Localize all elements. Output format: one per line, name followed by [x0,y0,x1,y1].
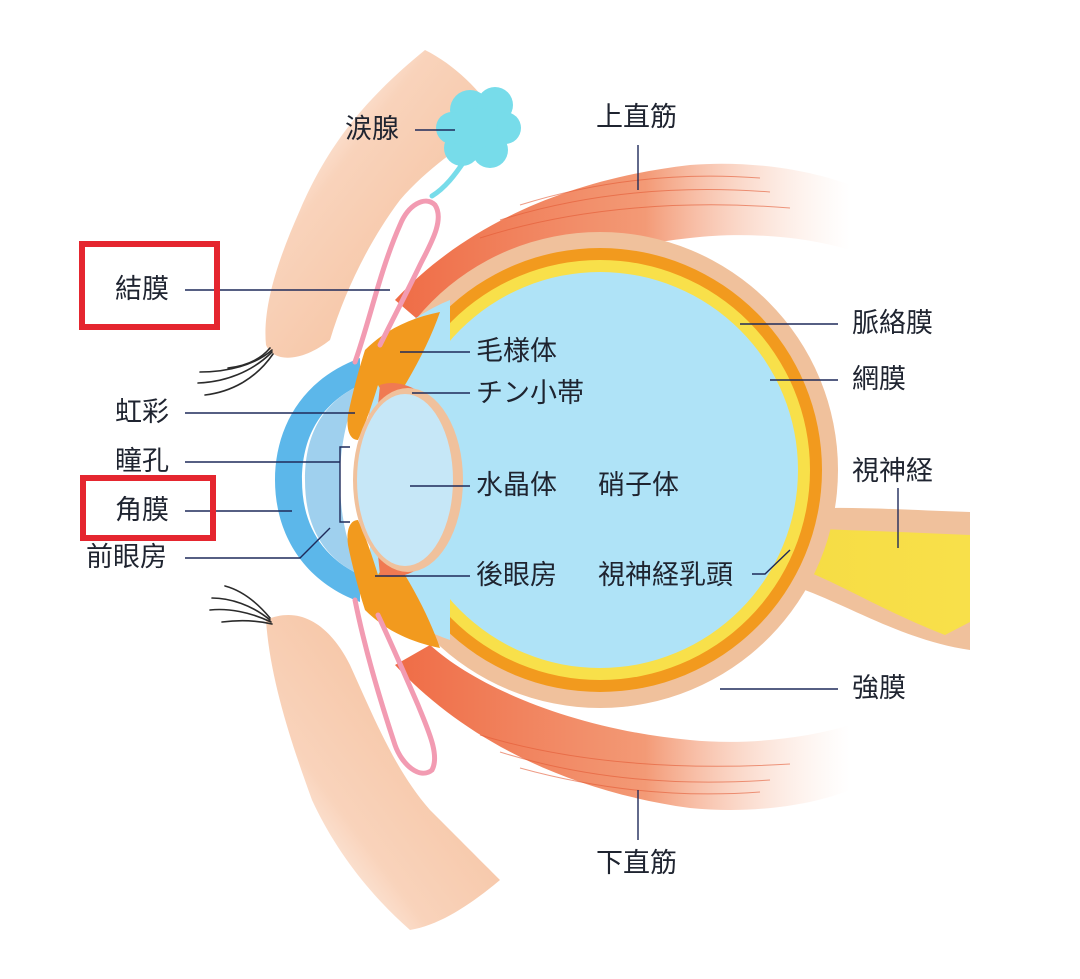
label-conjunctiva: 結膜 [115,274,169,305]
lower-eyelid [266,615,500,930]
muscle-fiber-lines [479,175,791,795]
label-cornea: 角膜 [115,495,169,526]
leader-lines [185,129,899,840]
lacrimal-gland [436,87,521,168]
lower-eyelashes [209,585,273,625]
label-pupil: 瞳孔 [115,446,169,477]
conjunctiva-highlight-box [79,241,220,330]
label-inferior-rectus: 下直筋 [596,848,677,879]
vitreous-body [402,272,798,668]
label-zonule: チン小帯 [476,378,584,409]
inferior-rectus-muscle [395,645,850,810]
label-sclera: 強膜 [852,673,906,704]
label-ciliary-body: 毛様体 [476,336,557,367]
optic-nerve [790,528,970,635]
label-retina: 網膜 [852,364,906,395]
conjunctiva-lower [352,597,438,776]
label-vitreous: 硝子体 [598,470,679,501]
label-choroid: 脈絡膜 [852,308,933,339]
label-optic-nerve: 視神経 [852,456,933,487]
lens [357,394,453,566]
label-posterior-chamber: 後眼房 [476,560,557,591]
ciliary-body-upper [347,312,440,440]
label-optic-disc: 視神経乳頭 [598,560,733,591]
ciliary-body-lower [347,520,440,648]
label-anterior-chamber: 前眼房 [86,542,167,573]
anterior-chamber [305,385,360,575]
conjunctiva-upper [352,198,441,365]
upper-eyelashes [197,347,274,396]
label-lacrimal-gland: 涙腺 [345,114,399,145]
cornea-highlight-box [80,475,216,541]
label-lens: 水晶体 [476,470,557,501]
cornea [275,358,360,602]
label-superior-rectus: 上直筋 [596,102,677,133]
label-iris: 虹彩 [115,397,169,428]
